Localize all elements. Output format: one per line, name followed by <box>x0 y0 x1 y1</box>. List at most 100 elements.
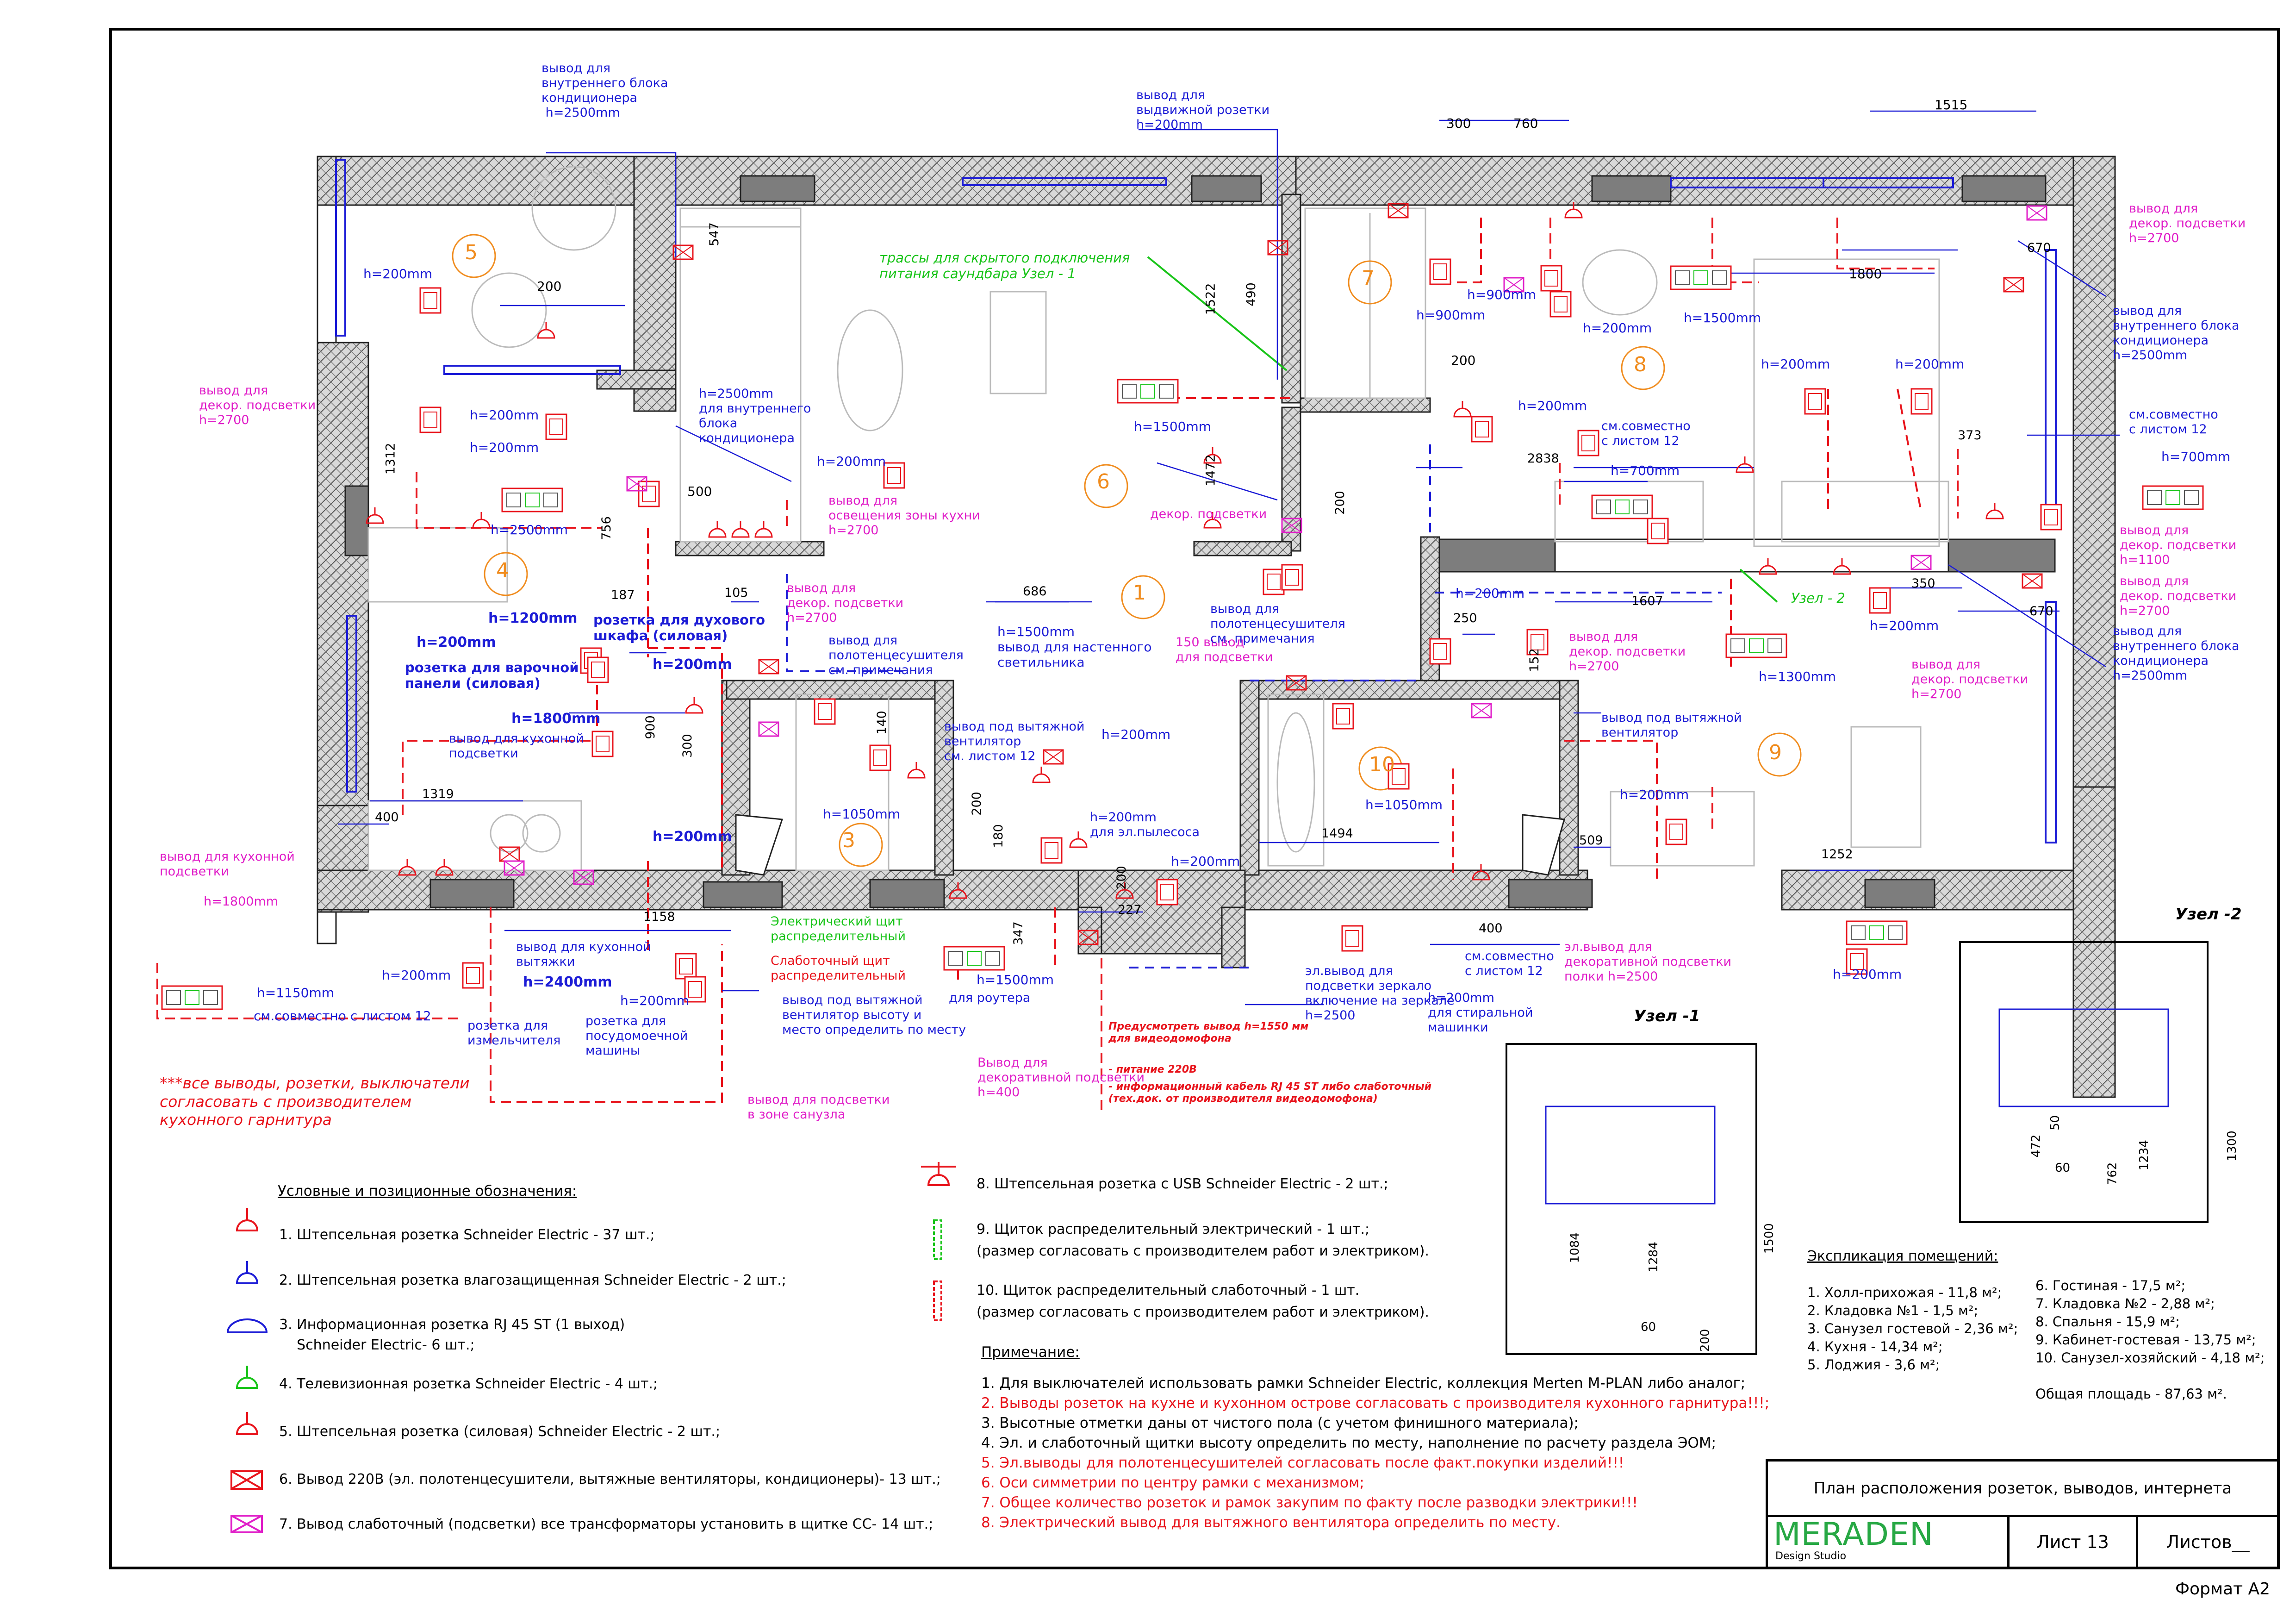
output-mark <box>573 869 594 885</box>
output-mark <box>1043 749 1064 765</box>
dim: 1319 <box>422 787 454 801</box>
dim: 670 <box>2029 604 2053 618</box>
outlet-box <box>419 287 442 314</box>
socket-block-slot <box>2184 490 2199 505</box>
label-h700-r: h=700mm <box>2161 449 2231 464</box>
note-item: 8. Электрический вывод для вытяжного вен… <box>981 1514 1561 1531</box>
outlet-box <box>1040 837 1063 864</box>
label-vyt-3: вывод под вытяжной вентилятор см. листом… <box>944 719 1085 763</box>
label-videophone: Предусмотреть вывод h=1550 мм для видеод… <box>1108 1021 1309 1044</box>
socket-block-slot <box>1140 384 1155 399</box>
socket-block-slot <box>203 990 218 1005</box>
outlet-box-inner <box>1285 569 1299 586</box>
label-polotenc-3: вывод для полотенцесушителя см. примечан… <box>828 633 964 677</box>
output-mark <box>626 476 647 492</box>
label-dekor-r-2700: вывод для декор. подсветки h=2700 <box>2120 574 2237 618</box>
label-dek-400: Вывод для декоративной подсветки h=400 <box>977 1056 1145 1099</box>
outlet-box <box>1549 291 1572 318</box>
output-mark <box>1077 930 1099 945</box>
outlet-box <box>545 413 567 440</box>
output-mark-cross <box>1911 555 1931 570</box>
explication-item: 3. Санузел гостевой - 2,36 м²; <box>1807 1321 2018 1337</box>
outlet-box <box>814 698 836 725</box>
socket-block-slot <box>1730 638 1745 653</box>
socket-block-slot <box>1159 384 1174 399</box>
dim: 180 <box>991 824 1006 848</box>
label-h200-stir: h=200mm для стиральной машинки <box>1428 991 1533 1035</box>
legend-item: 2. Штепсельная розетка влагозащищенная S… <box>279 1272 786 1288</box>
node-1-dim: 60 <box>1641 1320 1656 1334</box>
explication-item: 4. Кухня - 14,34 м²; <box>1807 1339 1943 1355</box>
label-h700-8: h=700mm <box>1611 463 1680 478</box>
legend-item: 5. Штепсельная розетка (силовая) Schneid… <box>279 1424 721 1440</box>
label-el-shit: Электрический щит распределительный <box>771 914 906 943</box>
label-dekor-2700c: вывод для декор. подсветки h=2700 <box>787 581 904 625</box>
label-dekor-top-r: вывод для декор. подсветки h=2700 <box>2129 201 2246 245</box>
output-mark-cross <box>1286 675 1307 690</box>
label-dekor-hall: вывод для декор. подсветки h=2700 <box>1569 630 1686 674</box>
label-router: для роутера <box>949 991 1031 1005</box>
outlet-box-inner <box>1345 930 1359 947</box>
output-mark-cross <box>759 722 779 737</box>
output-mark-cross <box>573 870 594 885</box>
output-mark-cross <box>2022 574 2042 588</box>
socket-block-slot <box>1888 925 1903 940</box>
socket-block-slot <box>1693 270 1708 285</box>
dim: 2838 <box>1527 451 1559 466</box>
outlet-box-inner <box>1267 574 1281 590</box>
title-block: План расположения розеток, выводов, инте… <box>1766 1459 2280 1569</box>
logo-text: MERADEN <box>1773 1516 1934 1553</box>
label-dekor-9: вывод для декор. подсветки h=2700 <box>1911 657 2028 701</box>
dim: 152 <box>1527 648 1542 672</box>
solid-wall-blocks <box>344 175 2056 908</box>
dim: 300 <box>1446 116 1471 131</box>
output-mark <box>672 244 694 260</box>
label-kuh-vyt: вывод для кухонной вытяжки <box>516 940 651 969</box>
outlet-box-inner <box>591 662 605 678</box>
output-mark-cross <box>1388 203 1408 218</box>
socket-mark <box>1833 558 1851 575</box>
label-h200-3: h=200mm <box>1101 727 1171 742</box>
node-boxes <box>1506 941 2209 1355</box>
output-mark <box>1281 518 1302 533</box>
socket-mark <box>1032 767 1051 783</box>
socket-mark <box>1115 882 1134 899</box>
node-2-dim: 472 <box>2029 1134 2043 1158</box>
output-mark-cross <box>627 476 647 491</box>
note-item: 4. Эл. и слаботочный щитки высоту опреде… <box>981 1435 1717 1451</box>
dim: 1252 <box>1821 847 1853 862</box>
outlet-box <box>869 744 891 771</box>
explication-item: 2. Кладовка №1 - 1,5 м²; <box>1807 1303 1979 1318</box>
output-mark-cross <box>2004 277 2024 292</box>
output-mark <box>1388 203 1409 219</box>
socket-block-slot <box>2165 490 2180 505</box>
socket-mark <box>366 507 384 524</box>
outlet-box-inner <box>423 412 437 428</box>
explication-item: 1. Холл-прихожая - 11,8 м²; <box>1807 1285 2002 1300</box>
socket-mark <box>1453 401 1472 418</box>
socket-mark <box>537 322 555 339</box>
output-mark-cross <box>504 861 524 875</box>
socket-mark <box>398 859 417 876</box>
node-2-dim: 60 <box>2055 1161 2071 1175</box>
room-circles <box>452 234 1802 867</box>
outlet-box-inner <box>887 467 901 484</box>
outlet-box-inner <box>1554 296 1568 312</box>
label-h900-b: h=900mm <box>1416 307 1486 323</box>
socket-block-slot <box>948 951 963 966</box>
dim: 547 <box>707 222 722 246</box>
explication-item: 5. Лоджия - 3,6 м²; <box>1807 1357 1940 1373</box>
output-mark-cross <box>1043 750 1064 764</box>
sheet-number: Лист 13 <box>2010 1517 2138 1567</box>
output-mark-cross <box>2027 206 2047 220</box>
node-1-dim: 1500 <box>1762 1223 1776 1254</box>
socket-block-slot <box>1851 925 1866 940</box>
outlet-box <box>1429 258 1451 285</box>
output-mark <box>2003 277 2024 293</box>
label-vyt-2: вывод под вытяжной вентилятор высоту и м… <box>782 993 966 1037</box>
outlet-box <box>587 656 609 683</box>
legend-item: 9. Щиток распределительный электрический… <box>977 1221 1429 1259</box>
legend-title: Условные и позиционные обозначения: <box>278 1183 577 1199</box>
room-number-6: 6 <box>1097 470 1110 493</box>
socket-block-slot <box>1675 270 1690 285</box>
